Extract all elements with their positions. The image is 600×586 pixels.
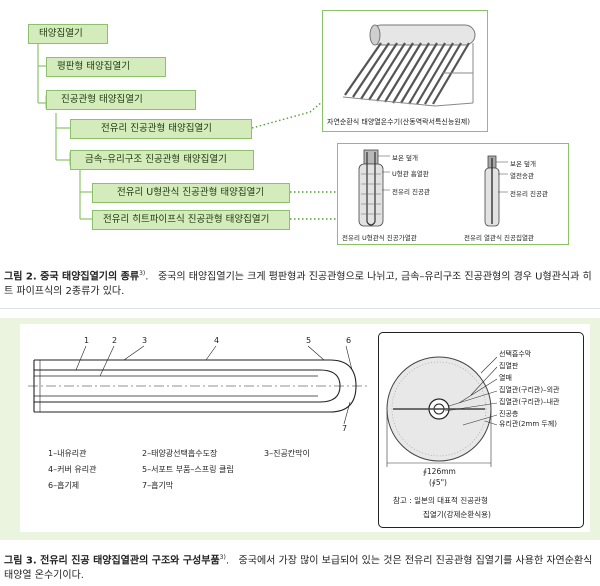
- photo-frame: 자연순환식 태양열온수기(산동역락서특신능원제): [322, 10, 488, 132]
- figure-2: 태양집열기 평판형 태양집열기 진공관형 태양집열기 전유리 진공관형 태양집열…: [4, 10, 592, 298]
- cross-section-frame: 선택흡수막 집열판 열매 집열관(구리관)–외관 집열관(구리관)–내관 진공층…: [378, 332, 584, 528]
- tree-glass: 전유리 진공관형 태양집열기: [70, 119, 252, 139]
- part-number-5: 5: [306, 336, 312, 345]
- photo-caption: 자연순환식 태양열온수기(산동역락서특신능원제): [327, 118, 470, 126]
- figure-3-caption: 그림 3. 전유리 진공 태양집열관의 구조와 구성부품3). 중국에서 가장 …: [4, 554, 593, 582]
- tree-metal: 금속–유리구조 진공관형 태양집열기: [70, 150, 254, 170]
- legend-item-7: 7–흡기막: [142, 481, 174, 490]
- dimension-sub: (∮5"): [429, 478, 447, 487]
- figure-2-caption-ref: 3): [139, 270, 146, 277]
- figure-2-caption-body: 중국의 태양집열기는 크게 평판형과 진공관형으로 나뉘고, 금속–유리구조 진…: [4, 271, 592, 298]
- part-number-2: 2: [112, 336, 118, 345]
- figure-3-caption-body: 중국에서 가장 많이 보급되어 있는 것은 전유리 진공관형 집열기를 사용한 …: [4, 555, 593, 582]
- figure-3-caption-title: 그림 3. 전유리 진공 태양집열관의 구조와 구성부품: [4, 555, 220, 567]
- legend-item-2: 2–태양광선택흡수도장: [142, 449, 218, 458]
- tube-right-label-2: 열전송관: [510, 172, 534, 180]
- legend-item-4: 4–커버 유리관: [48, 465, 97, 474]
- legend-item-1: 1–내유리관: [48, 449, 87, 458]
- cross-label-5: 집열관(구리관)–내관: [499, 398, 560, 406]
- part-number-6: 6: [346, 336, 352, 345]
- part-number-1: 1: [84, 336, 90, 345]
- tube-left-label-1: 보온 덮개: [392, 154, 418, 162]
- part-number-3: 3: [142, 336, 148, 345]
- part-number-4: 4: [214, 336, 220, 345]
- tube-left-label-2: U형관 흡열판: [392, 170, 429, 178]
- tree-tube: 진공관형 태양집열기: [46, 90, 196, 110]
- figure-3-inner: 1 2 3 4 5 6 7 1–내유리관 2–태양광선택흡수도장 3–진공칸막이…: [20, 324, 590, 532]
- tube-left-label-3: 전유리 진공관: [392, 188, 430, 196]
- legend-item-6: 6–흡기제: [48, 481, 80, 490]
- tube-right-caption: 전유리 열관식 진공집열관: [464, 234, 534, 242]
- tree-heatpipe: 전유리 히트파이프식 진공관형 태양집열기: [92, 210, 290, 230]
- legend-item-3: 3–진공칸막이: [264, 449, 310, 458]
- cross-label-1: 선택흡수막: [499, 350, 532, 358]
- tube-diagrams: [358, 149, 508, 227]
- tree-root: 태양집열기: [28, 24, 108, 44]
- figure-3-caption-ref: 3): [219, 554, 226, 561]
- figure-3-panel: 1 2 3 4 5 6 7 1–내유리관 2–태양광선택흡수도장 3–진공칸막이…: [0, 318, 600, 540]
- tube-right-label-3: 전유리 진공관: [510, 190, 548, 198]
- tree-flat: 평판형 태양집열기: [46, 57, 166, 77]
- cross-label-3: 열매: [499, 374, 512, 382]
- cross-label-7: 유리관(2mm 두께): [499, 420, 557, 428]
- figure-2-caption: 그림 2. 중국 태양집열기의 종류3). 중국의 태양집열기는 크게 평판형과…: [4, 270, 592, 298]
- solar-water-heater-illustration: [342, 24, 476, 107]
- section-divider: [0, 308, 600, 309]
- note-line-2: 집열기(강제순환식용): [423, 510, 491, 519]
- tree-utube: 전유리 U형관식 진공관형 태양집열기: [92, 183, 290, 203]
- cross-section-diagram: [386, 356, 498, 467]
- part-number-7: 7: [342, 424, 348, 433]
- tube-structure-diagram: [28, 345, 370, 425]
- legend-item-5: 5–서포트 부품–스프링 클립: [142, 465, 234, 474]
- cross-label-4: 집열관(구리관)–외관: [499, 386, 560, 394]
- figure-2-caption-title: 그림 2. 중국 태양집열기의 종류: [4, 271, 140, 283]
- tubes-frame: 보온 덮개 U형관 흡열판 전유리 진공관 전유리 U형관식 진공가열관 보온 …: [337, 143, 569, 245]
- tube-left-caption: 전유리 U형관식 진공가열관: [342, 234, 417, 242]
- cross-label-2: 집열판: [499, 362, 519, 370]
- cross-label-6: 진공층: [499, 410, 519, 418]
- tube-right-label-1: 보온 덮개: [510, 160, 536, 168]
- dimension-main: ∮126mm: [423, 467, 456, 476]
- note-line-1: 참고 : 일본의 대표적 진공관형: [393, 496, 488, 505]
